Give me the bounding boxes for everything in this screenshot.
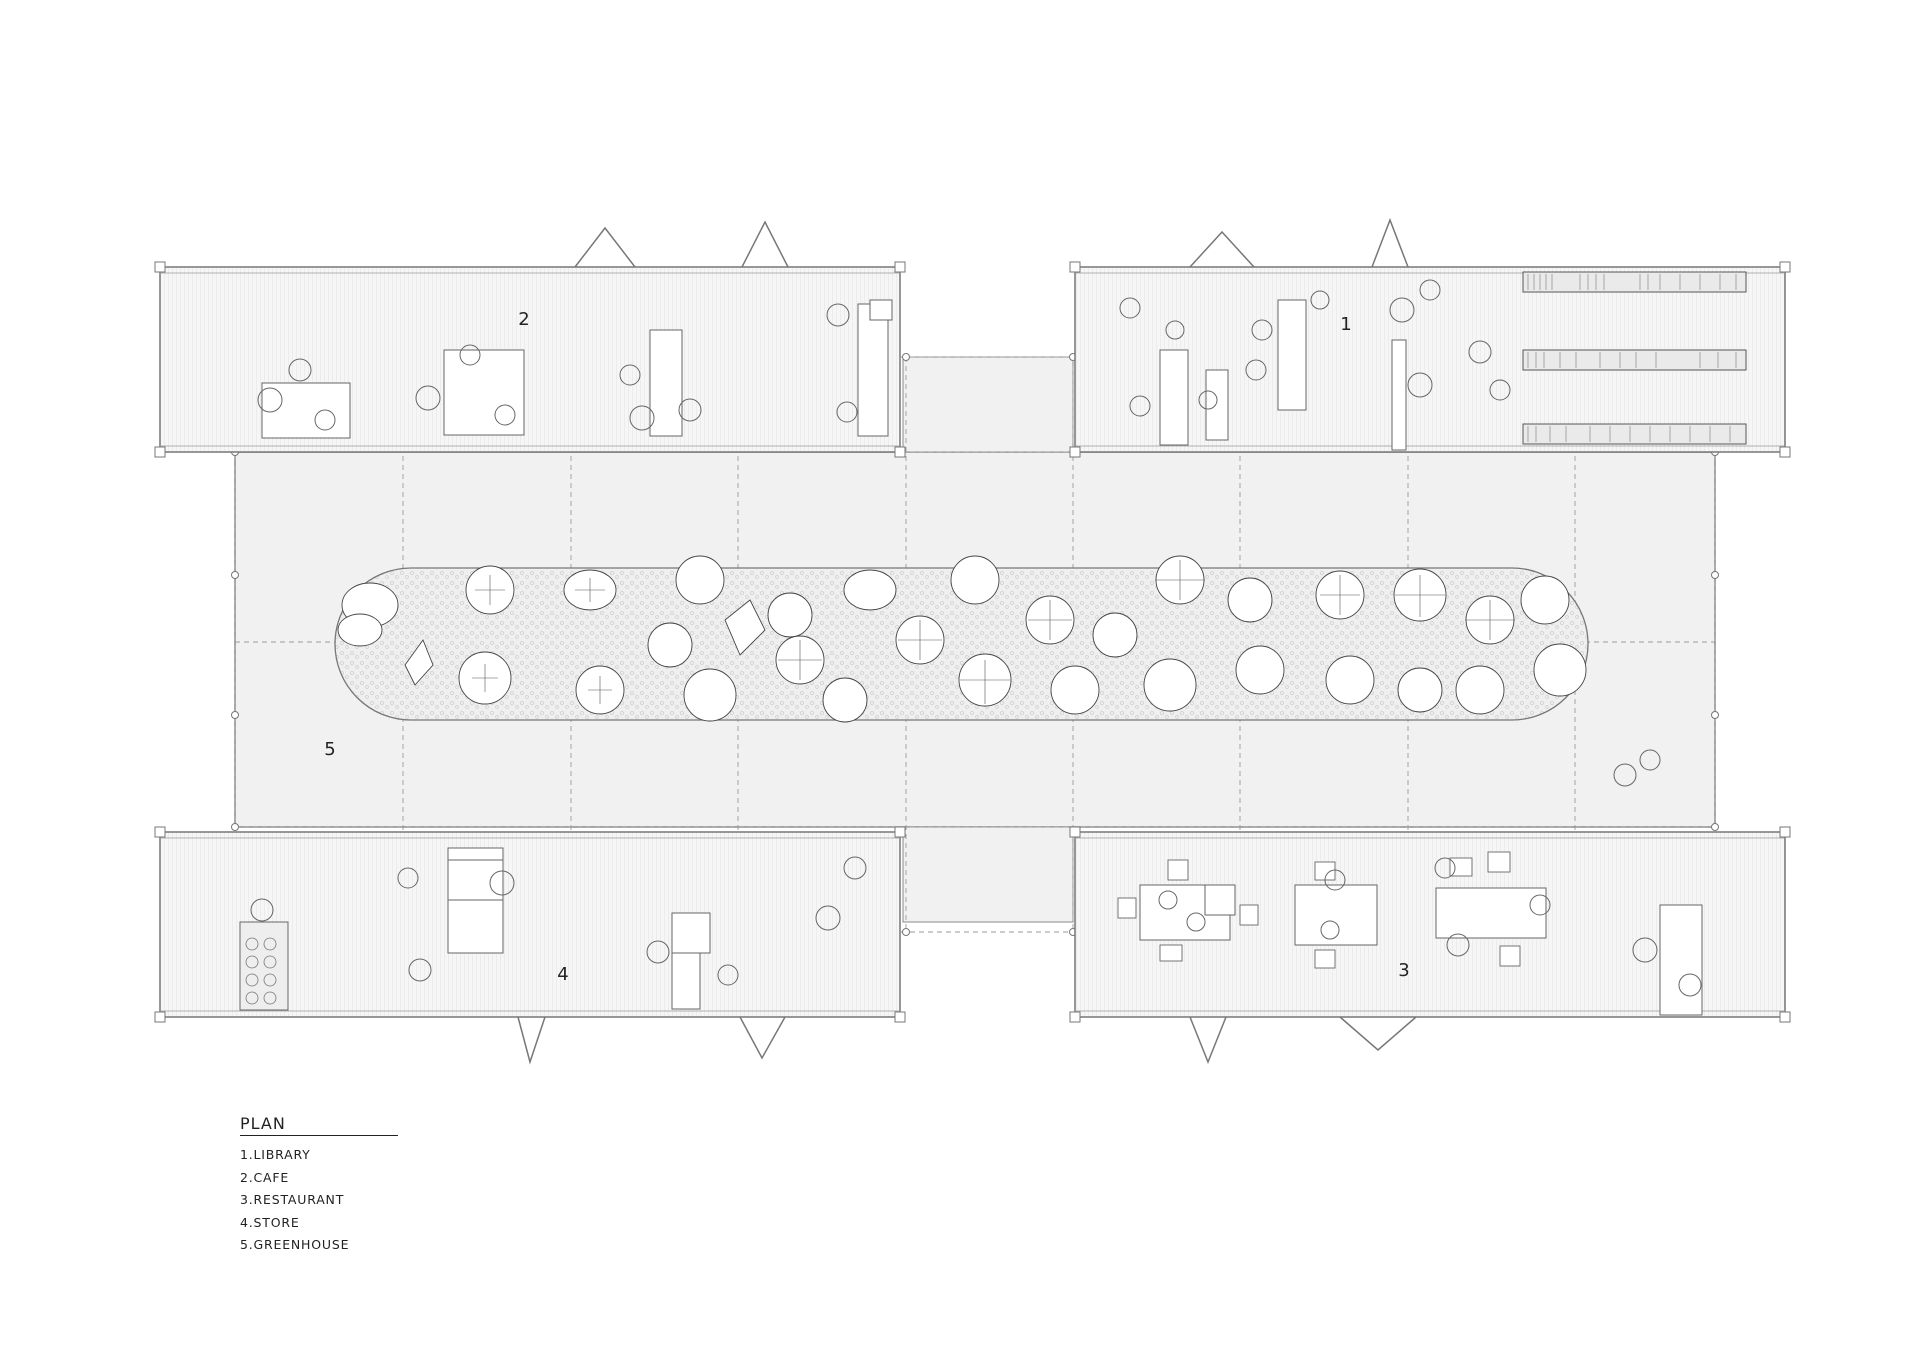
store-produce	[245, 937, 277, 1005]
zone-number-cafe: 2	[518, 309, 529, 330]
zone-number-restaurant: 3	[1398, 960, 1409, 981]
restaurant-chairs	[1117, 851, 1521, 969]
plant-cluster	[337, 555, 1587, 723]
cafe-furniture	[261, 299, 893, 439]
library-people	[1119, 279, 1511, 417]
connector-south	[902, 826, 1074, 923]
plant-leaf-veins	[472, 560, 1515, 704]
library-bookshelves	[1522, 271, 1747, 445]
zone-number-library: 1	[1340, 314, 1351, 335]
restaurant-tables	[1139, 884, 1703, 1016]
zone-number-greenhouse: 5	[324, 739, 335, 760]
store-furniture	[239, 847, 711, 1011]
legend-item-store: 4.STORE	[240, 1214, 300, 1230]
legend-item-greenhouse: 5.GREENHOUSE	[240, 1237, 350, 1252]
legend-list: 1.LIBRARY 2.CAFE 3.RESTAURANT 4.STORE 5.…	[240, 1144, 400, 1257]
legend-item-library: 1.LIBRARY	[240, 1147, 311, 1162]
legend: PLAN 1.LIBRARY 2.CAFE 3.RESTAURANT 4.STO…	[240, 1114, 400, 1257]
zone-number-store: 4	[557, 964, 568, 985]
legend-title: PLAN	[240, 1114, 398, 1136]
store-people	[250, 856, 867, 986]
library-reading-tables	[1159, 299, 1407, 451]
cafe-people	[257, 303, 858, 431]
library-book-spines	[1527, 274, 1737, 442]
restaurant-people	[1158, 749, 1702, 997]
legend-item-cafe: 2.CAFE	[240, 1169, 290, 1185]
connector-north	[902, 356, 1074, 453]
legend-item-restaurant: 3.RESTAURANT	[240, 1192, 345, 1207]
